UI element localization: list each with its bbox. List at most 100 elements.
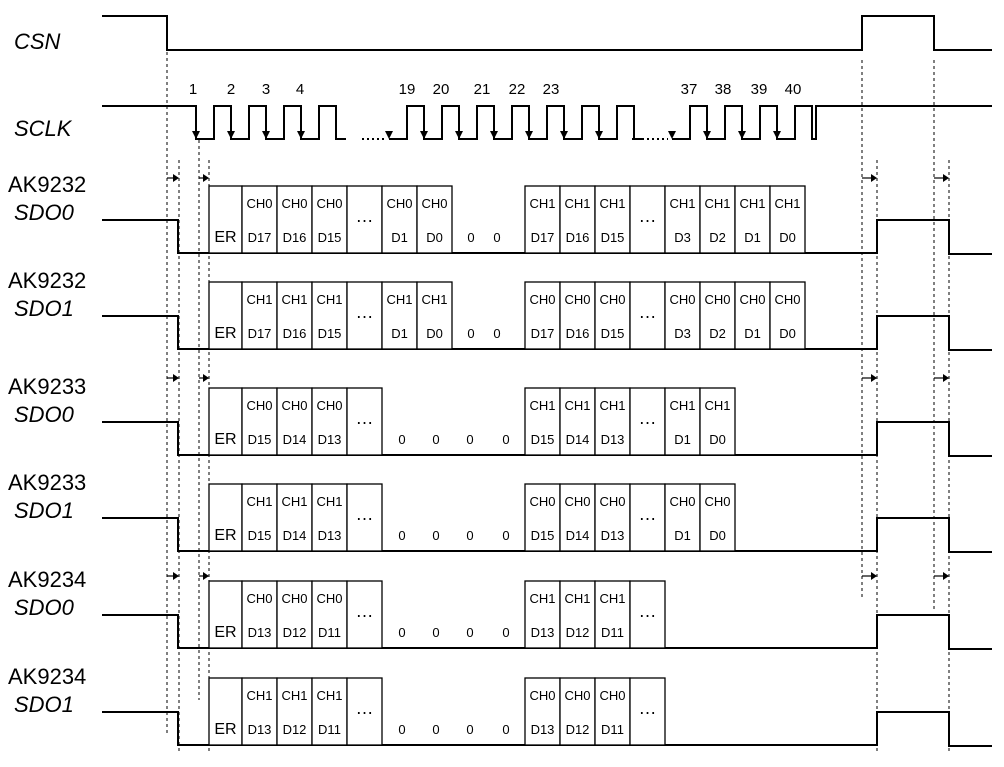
channel-label: CH1: [564, 398, 590, 413]
bit-label: D13: [318, 432, 342, 447]
zero-bit: 0: [502, 528, 509, 543]
clock-number: 3: [262, 81, 270, 98]
data-cell: [416, 185, 453, 254]
timing-arrowhead: [203, 374, 209, 382]
sclk-edge-arrow: [455, 131, 463, 139]
data-cell: [594, 677, 631, 746]
sdo-waveform: [102, 711, 992, 747]
er-cell: [208, 185, 243, 254]
clock-number: 21: [474, 81, 491, 98]
data-cell: [594, 580, 631, 649]
data-cell: [594, 185, 631, 254]
bit-label: D2: [709, 326, 726, 341]
bit-label: D13: [601, 432, 625, 447]
zero-bit: 0: [466, 722, 473, 737]
data-cell: [311, 677, 348, 746]
csn-signal: CSN: [14, 15, 992, 54]
bit-label: D13: [601, 528, 625, 543]
sclk-edge-arrow: [525, 131, 533, 139]
sclk-edge-arrow: [560, 131, 568, 139]
channel-label: CH1: [774, 196, 800, 211]
clock-number: 4: [296, 81, 304, 98]
zero-bit: 0: [466, 528, 473, 543]
zero-bit: 0: [466, 432, 473, 447]
bit-label: D12: [566, 722, 590, 737]
bit-label: D1: [391, 230, 408, 245]
ellipsis: …: [356, 698, 374, 718]
ellipsis: …: [639, 206, 657, 226]
bit-label: D14: [566, 432, 590, 447]
er-cell: [208, 580, 243, 649]
sdo-label: SDO0: [14, 595, 75, 620]
ellipsis-cell: [629, 483, 666, 552]
data-cell: [276, 483, 313, 552]
channel-label: CH1: [564, 196, 590, 211]
channel-label: CH0: [281, 398, 307, 413]
zero-bit: 0: [398, 722, 405, 737]
data-cell: [524, 677, 561, 746]
channel-label: CH0: [281, 196, 307, 211]
ellipsis: …: [639, 601, 657, 621]
clock-number: 19: [399, 81, 416, 98]
er-cell: [208, 387, 243, 456]
ellipsis: …: [356, 408, 374, 428]
timing-arrowhead: [943, 572, 949, 580]
sclk-edge-arrow: [490, 131, 498, 139]
channel-label: CH1: [246, 494, 272, 509]
bit-label: D15: [601, 230, 625, 245]
zero-bit: 0: [432, 722, 439, 737]
ellipsis: …: [356, 601, 374, 621]
data-cell: [276, 281, 313, 350]
channel-label: CH0: [564, 292, 590, 307]
channel-label: CH1: [386, 292, 412, 307]
bit-label: D3: [674, 326, 691, 341]
sclk-label: SCLK: [14, 116, 73, 141]
data-cell: [734, 185, 771, 254]
channel-label: CH1: [564, 591, 590, 606]
data-cell: [559, 387, 596, 456]
sdo-rows: AK9232SDO0ERCH0D17CH0D16CH0D15…CH0D1CH0D…: [8, 172, 992, 747]
bit-label: D13: [531, 722, 555, 737]
er-cell: [208, 281, 243, 350]
bit-label: D1: [674, 432, 691, 447]
chip-label: AK9232: [8, 268, 86, 293]
channel-label: CH0: [529, 292, 555, 307]
zero-bit: 0: [502, 625, 509, 640]
clock-number: 1: [189, 81, 197, 98]
ellipsis-cell: [346, 580, 383, 649]
bit-label: D16: [566, 230, 590, 245]
er-label: ER: [214, 325, 236, 342]
ellipsis: …: [639, 408, 657, 428]
ellipsis: …: [356, 504, 374, 524]
zero-bit: 0: [493, 326, 500, 341]
timing-arrowhead: [203, 174, 209, 182]
bit-label: D13: [318, 528, 342, 543]
sdo-waveform: [102, 315, 992, 351]
ellipsis-cell: [346, 483, 383, 552]
bit-label: D16: [566, 326, 590, 341]
channel-label: CH1: [739, 196, 765, 211]
bit-label: D0: [779, 230, 796, 245]
sclk-edge-arrow: [668, 131, 676, 139]
ellipsis-cell: [629, 281, 666, 350]
sclk-edge-arrow: [262, 131, 270, 139]
sdo-waveform: [102, 219, 992, 255]
clock-number: 20: [433, 81, 450, 98]
er-cell: [208, 483, 243, 552]
channel-label: CH1: [281, 688, 307, 703]
bit-label: D16: [283, 230, 307, 245]
bit-label: D12: [283, 625, 307, 640]
bit-label: D13: [248, 625, 272, 640]
data-cell: [594, 483, 631, 552]
sclk-edge-arrow: [773, 131, 781, 139]
bit-label: D15: [531, 528, 555, 543]
channel-label: CH1: [281, 494, 307, 509]
sdo-label: SDO1: [14, 296, 74, 321]
zero-bit: 0: [432, 528, 439, 543]
ellipsis: …: [639, 504, 657, 524]
data-cell: [241, 483, 278, 552]
ellipsis-cell: [346, 677, 383, 746]
data-cell: [559, 483, 596, 552]
